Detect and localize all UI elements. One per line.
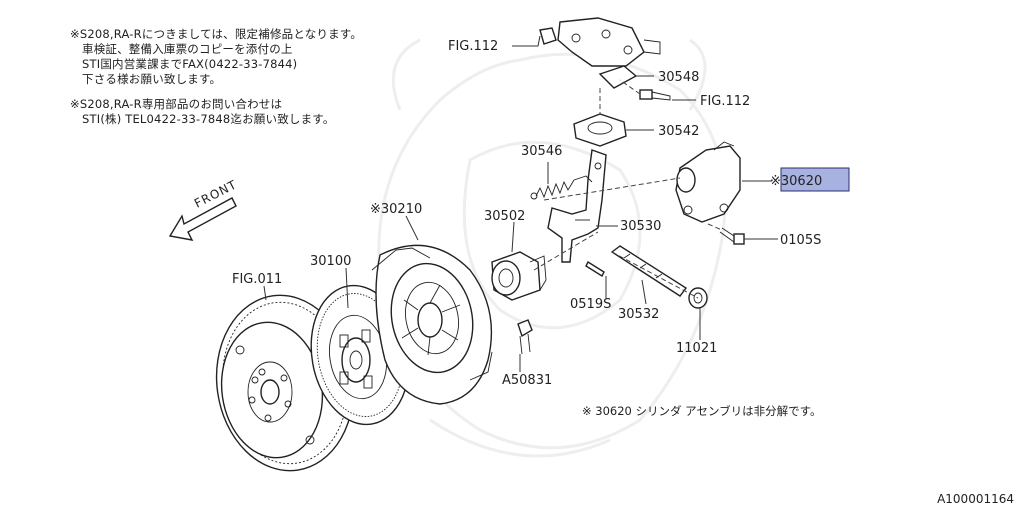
operating-cylinder-part[interactable] [675, 141, 741, 223]
caution-note: ※ 30620 シリンダ アセンブリは非分解です。 [582, 404, 822, 418]
parts-notes: ※S208,RA-Rにつきましては、限定補修品となります。 車検証、整備入庫票の… [70, 27, 362, 127]
note-line-4: 下さる様お願い致します。 [82, 72, 222, 86]
note-line-3: STI国内営業課までFAX(0422-33-7844) [82, 57, 298, 71]
highlight-box [780, 167, 850, 192]
label-30530[interactable]: 30530 [620, 219, 661, 234]
diagram-reference-id: A100001164 [937, 492, 1014, 506]
label-30620[interactable]: ※30620 [770, 174, 822, 189]
label-30542[interactable]: 30542 [658, 124, 699, 139]
note-line-5: ※S208,RA-R専用部品のお問い合わせは [70, 97, 283, 111]
bracket-bolt-part[interactable] [639, 89, 671, 101]
note-line-6: STI(株) TEL0422-33-7848迄お願い致します。 [82, 112, 335, 126]
spring-pin-part[interactable] [585, 260, 605, 278]
pivot-seat-part[interactable] [573, 113, 627, 147]
label-0519s[interactable]: 0519S [570, 297, 611, 312]
label-30546[interactable]: 30546 [521, 144, 562, 159]
label-fig112-bolt[interactable]: FIG.112 [700, 94, 750, 109]
mount-bracket-part[interactable] [539, 17, 661, 67]
pivot-shaft-part[interactable] [610, 245, 688, 297]
label-30532[interactable]: 30532 [618, 307, 659, 322]
label-a50831[interactable]: A50831 [502, 373, 552, 388]
note-line-2: 車検証、整備入庫票のコピーを添付の上 [82, 42, 293, 56]
label-11021[interactable]: 11021 [676, 341, 717, 356]
cover-bolt-part[interactable] [517, 319, 533, 355]
note-line-1: ※S208,RA-Rにつきましては、限定補修品となります。 [70, 27, 363, 41]
part-labels: FIG.112 30548 FIG.112 30542 30546 ※30620… [232, 39, 850, 388]
spring-part[interactable] [530, 175, 593, 200]
clip-plate-part[interactable] [598, 65, 638, 89]
leader-lines [263, 35, 778, 372]
label-30210[interactable]: ※30210 [370, 202, 422, 217]
label-30502[interactable]: 30502 [484, 209, 525, 224]
label-fig011[interactable]: FIG.011 [232, 272, 282, 287]
release-bearing-part[interactable] [491, 251, 547, 301]
label-30548[interactable]: 30548 [658, 70, 699, 85]
front-direction-arrow: FRONT [168, 177, 239, 241]
label-0105s[interactable]: 0105S [780, 233, 821, 248]
label-fig112-top[interactable]: FIG.112 [448, 39, 498, 54]
release-fork-part[interactable] [547, 149, 607, 263]
label-30100[interactable]: 30100 [310, 254, 351, 269]
clutch-cover-part[interactable] [371, 244, 493, 405]
